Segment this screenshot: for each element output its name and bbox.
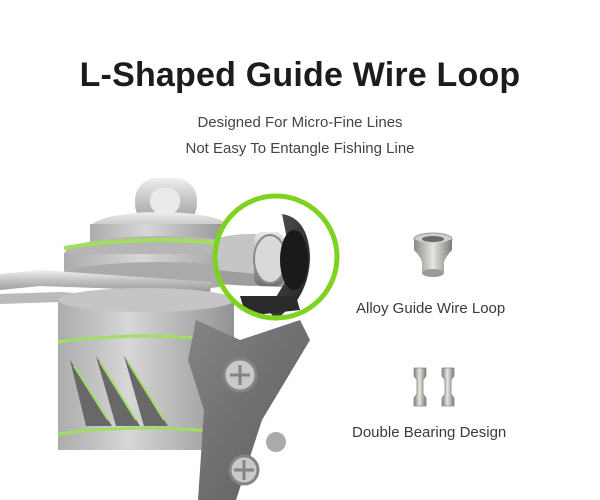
subtitle-line-1: Designed For Micro-Fine Lines [197, 114, 403, 131]
double-bearing-icon [413, 367, 455, 407]
feature-label-guide-wire-loop: Alloy Guide Wire Loop [356, 300, 506, 317]
subtitle-line-2: Not Easy To Entangle Fishing Line [185, 140, 415, 157]
guide-wire-loop-icon [413, 232, 453, 277]
feature-label-double-bearing: Double Bearing Design [352, 424, 507, 441]
fishing-reel-image [0, 178, 340, 500]
page-title: L-Shaped Guide Wire Loop [79, 56, 521, 94]
